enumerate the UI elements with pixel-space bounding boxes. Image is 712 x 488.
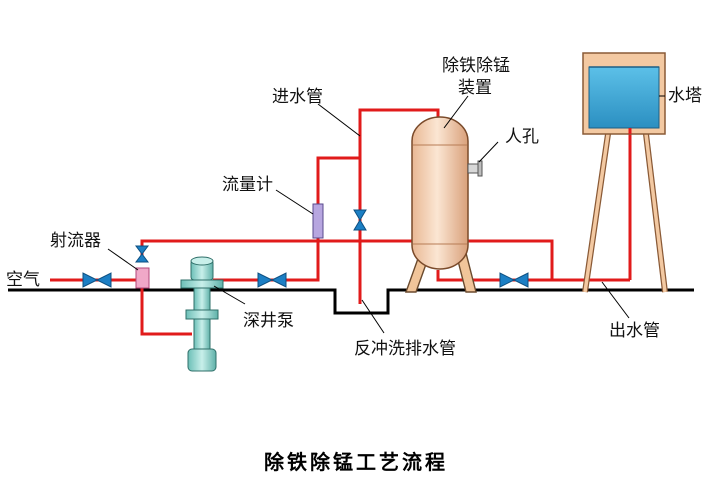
pump-flange-top <box>180 279 224 289</box>
valve-pump-discharge <box>257 272 287 288</box>
leader-outlet <box>601 281 630 319</box>
label-ejector: 射流器 <box>50 231 101 251</box>
inlet-pipe <box>358 108 440 304</box>
valve-inlet-pipe-icon <box>353 209 367 221</box>
valve-air-inlet-icon <box>82 272 99 288</box>
label-device-line1: 除铁除锰 <box>442 56 510 76</box>
removal-vessel <box>405 116 483 293</box>
ground-line <box>8 288 694 315</box>
label-air: 空气 <box>6 270 40 290</box>
water-tower <box>582 52 668 293</box>
valve-outlet-icon-b <box>512 272 529 288</box>
valve-inlet-pipe-icon-b <box>353 219 367 231</box>
valve-ejector-branch-icon <box>135 245 149 255</box>
pump-flange-mid <box>185 309 219 320</box>
valve-pump-discharge-icon <box>257 272 274 288</box>
valve-inlet-pipe <box>353 209 367 231</box>
valve-outlet-icon <box>499 272 516 288</box>
valve-air-inlet-icon-b <box>95 272 112 288</box>
ejector <box>135 267 150 289</box>
main-horizontal-pipe <box>140 239 630 282</box>
label-backwash-drain: 反冲洗排水管 <box>354 339 456 359</box>
leader-lines <box>107 95 665 334</box>
pump-base <box>187 348 217 372</box>
label-inlet-pipe: 进水管 <box>272 87 323 107</box>
label-water-tower: 水塔 <box>668 86 702 106</box>
tower-leg-right-inner <box>644 133 667 293</box>
valve-outlet <box>499 272 529 288</box>
leader-backwash <box>361 299 385 334</box>
ejector-to-pump-pipe <box>140 288 192 336</box>
leader-device <box>443 95 469 129</box>
label-device-line2: 装置 <box>458 78 492 98</box>
pump-motor-cap <box>190 256 214 266</box>
pump-column <box>193 287 211 311</box>
valve-ejector-branch-icon-b <box>135 253 149 263</box>
manhole <box>467 163 479 174</box>
valve-ejector-branch <box>135 245 149 263</box>
tower-leg-left-inner <box>583 133 610 293</box>
pipe-network <box>50 108 632 336</box>
outlet-pipe <box>436 270 552 282</box>
manhole-cap <box>477 160 483 177</box>
pump-lower-column <box>193 318 211 350</box>
leader-inlet-pipe <box>317 103 361 137</box>
label-deep-well-pump: 深井泵 <box>243 311 294 331</box>
diagram-caption: 除铁除锰工艺流程 <box>264 450 448 474</box>
vessel-body <box>411 116 469 270</box>
ejector-body <box>135 267 150 289</box>
label-flowmeter: 流量计 <box>222 175 273 195</box>
flowmeter <box>312 203 324 239</box>
leader-pump <box>213 285 246 305</box>
leader-ejector <box>107 248 139 271</box>
leader-manhole <box>478 141 499 163</box>
label-manhole: 人孔 <box>505 127 539 147</box>
valve-pump-discharge-icon-b <box>270 272 287 288</box>
deep-well-pump <box>180 256 224 372</box>
tower-tank-water <box>588 66 660 129</box>
label-outlet-pipe: 出水管 <box>609 321 660 341</box>
leader-flowmeter <box>275 189 314 215</box>
valve-air-inlet <box>82 272 112 288</box>
